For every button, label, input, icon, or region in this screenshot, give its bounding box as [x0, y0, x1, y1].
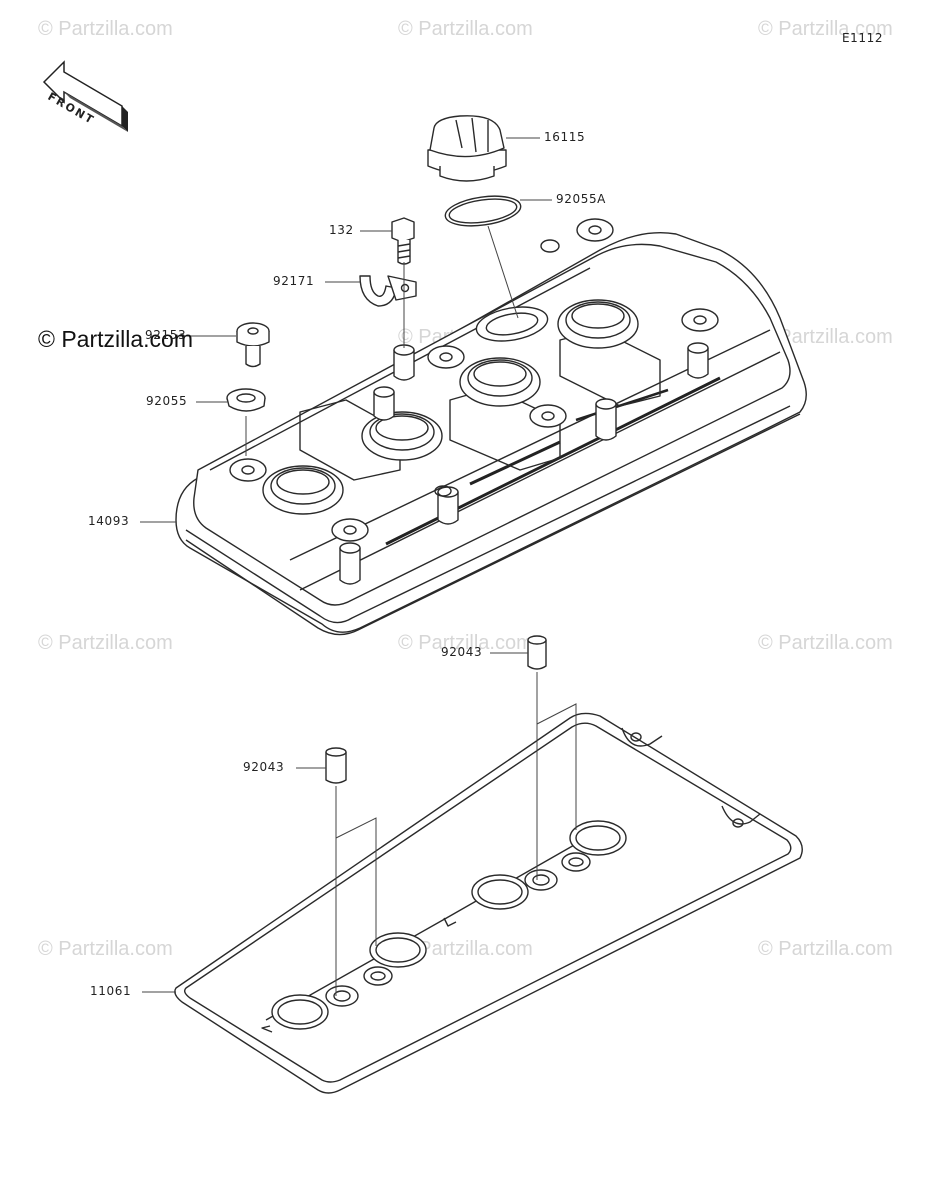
bolt-92153: [236, 322, 270, 368]
watermark: © Partzilla.com: [758, 18, 893, 40]
cylinder-head-cover: [175, 218, 807, 636]
grommet-92055: [226, 388, 266, 412]
watermark: © Partzilla.com: [38, 18, 173, 40]
watermark: © Partzilla.com: [38, 938, 173, 960]
callout-92043-upper[interactable]: 92043: [441, 645, 483, 659]
head-cover-gasket: [174, 712, 803, 1094]
callout-11061[interactable]: 11061: [90, 984, 132, 998]
watermark: © Partzilla.com: [758, 938, 893, 960]
watermark: © Partzilla.com: [398, 18, 533, 40]
callout-92055[interactable]: 92055: [146, 394, 188, 408]
callout-92171[interactable]: 92171: [273, 274, 315, 288]
watermark: © Partzilla.com: [758, 632, 893, 654]
leader-lines: [140, 137, 577, 996]
callout-92043-lower[interactable]: 92043: [243, 760, 285, 774]
dowel-pin-lower: [325, 747, 347, 784]
o-ring-92055a: [444, 195, 522, 227]
watermark: © Partzilla.com: [398, 938, 533, 960]
watermark-main: © Partzilla.com: [38, 326, 193, 352]
watermark: © Partzilla.com: [38, 632, 173, 654]
callout-132[interactable]: 132: [329, 223, 354, 237]
clamp-92171: [359, 275, 417, 307]
front-arrow-icon: [42, 60, 128, 132]
callout-16115[interactable]: 16115: [544, 130, 586, 144]
oil-filler-cap: [427, 115, 507, 182]
callout-92153[interactable]: 92153: [145, 328, 187, 342]
diagram-id: E1112: [842, 31, 884, 45]
watermark: © Partzilla.com: [398, 632, 533, 654]
callout-92055a[interactable]: 92055A: [556, 192, 606, 206]
dowel-pin-upper: [527, 635, 547, 670]
bolt-132: [391, 217, 415, 265]
watermark: © Partzilla.com: [758, 326, 893, 348]
callout-14093[interactable]: 14093: [88, 514, 130, 528]
